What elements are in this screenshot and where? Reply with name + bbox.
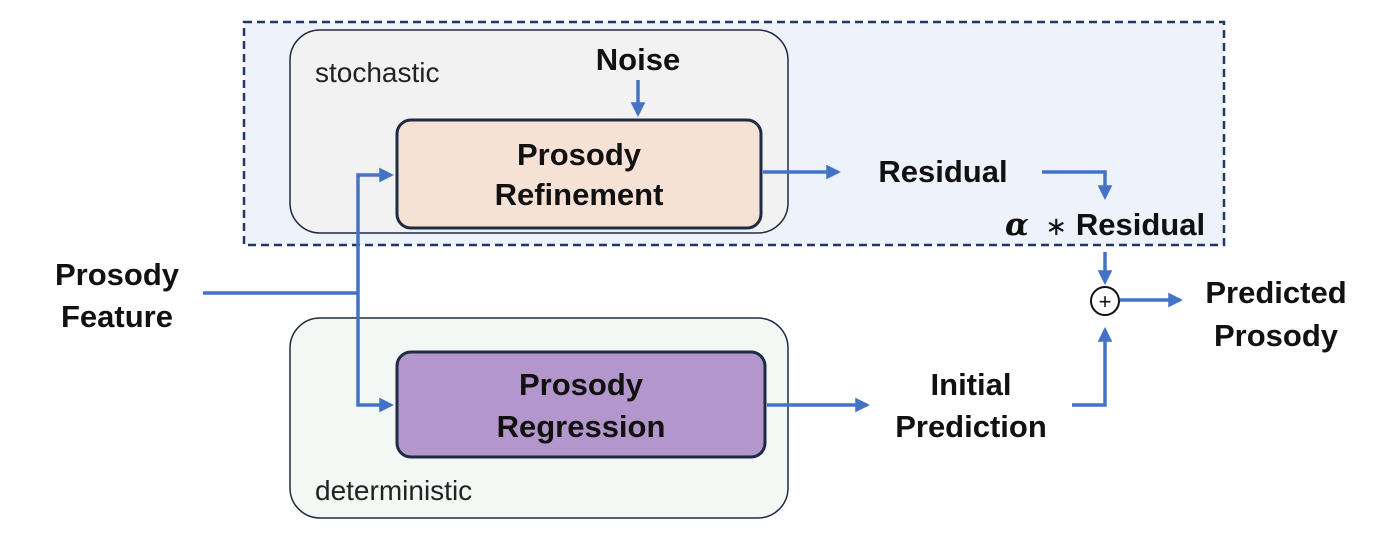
scaled-residual-text: Residual: [1076, 207, 1205, 242]
feature-to-refinement-arrow: [356, 167, 394, 293]
feature-to-regression-arrow: [356, 293, 394, 413]
prosody-refinement-box: [395, 118, 763, 230]
prosody-feature-line2: Feature: [61, 299, 173, 334]
prosody-regression-line1: Prosody: [519, 367, 644, 402]
initial-prediction-line2: Prediction: [895, 409, 1047, 444]
prosody-feature-line1: Prosody: [55, 257, 180, 292]
sum-node: [1090, 286, 1120, 316]
noise-label: Noise: [596, 42, 680, 77]
sum-symbol: +: [1099, 289, 1112, 314]
prosody-refinement-line1: Prosody: [517, 137, 642, 172]
predicted-prosody-line1: Predicted: [1205, 275, 1346, 310]
prosody-regression-box: [395, 350, 767, 459]
residual-label: Residual: [878, 154, 1007, 189]
initial-to-sum-arrow: [1072, 327, 1113, 407]
alpha-symbol: α: [1005, 207, 1029, 243]
prosody-regression-line2: Regression: [497, 409, 666, 444]
alpha-residual-label: α ∗ Residual: [1005, 207, 1205, 243]
predicted-prosody-line2: Prosody: [1214, 318, 1339, 353]
stochastic-label: stochastic: [315, 57, 440, 88]
initial-prediction-line1: Initial: [931, 367, 1012, 402]
prosody-refinement-line2: Refinement: [495, 177, 664, 212]
deterministic-label: deterministic: [315, 475, 472, 506]
residual-to-scaled-arrow: [1042, 170, 1113, 200]
multiply-operator: ∗: [1045, 211, 1067, 241]
